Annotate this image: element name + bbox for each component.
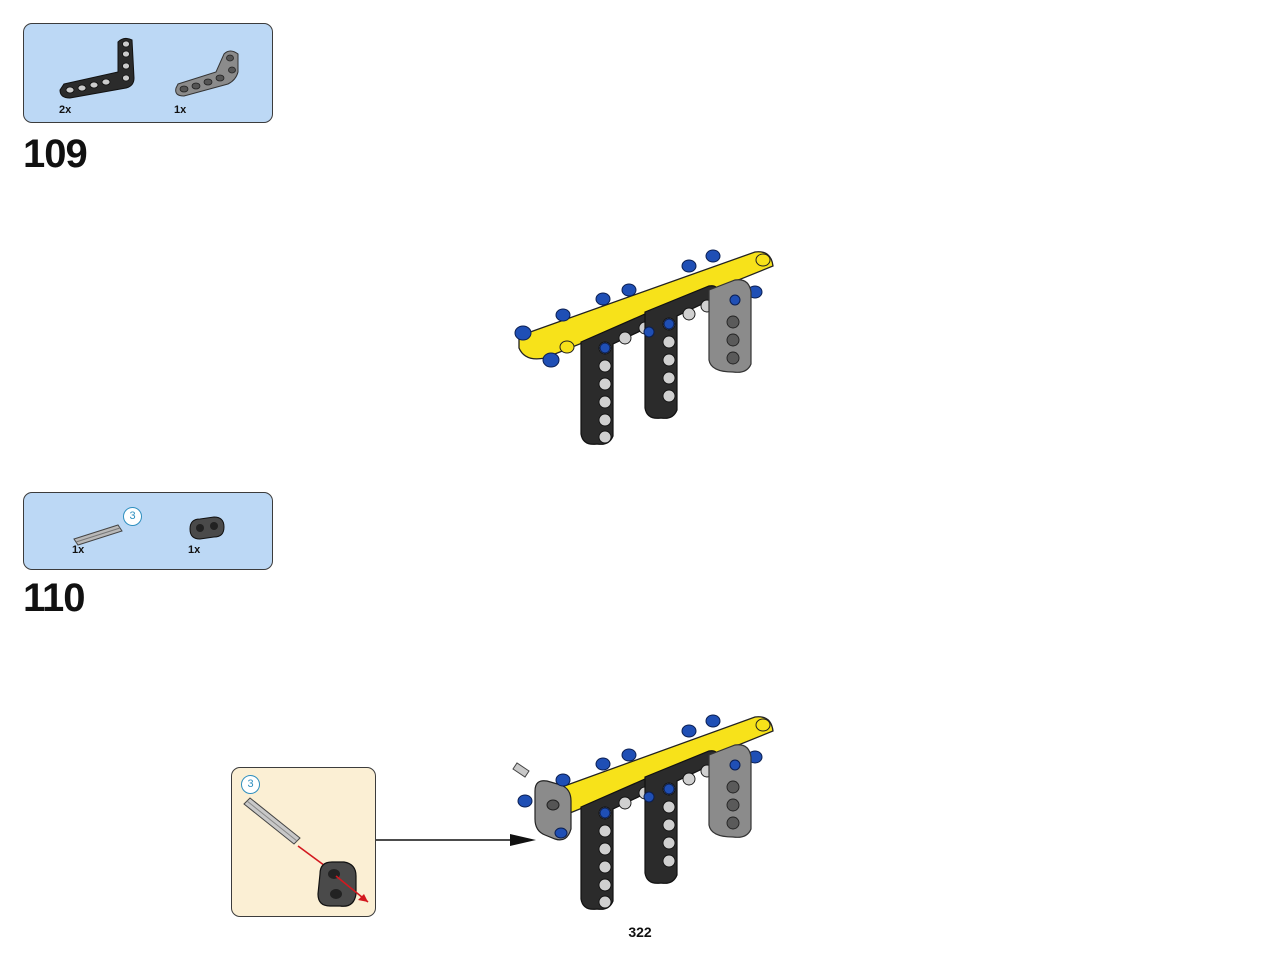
- axle-length-badge: 3: [123, 507, 142, 526]
- step-number: 110: [23, 576, 86, 620]
- dark-gray-connector-icon: [189, 516, 225, 540]
- part-qty: 2x: [59, 104, 72, 116]
- gray-axle-icon: [73, 524, 123, 546]
- axle-length-badge: 3: [241, 775, 260, 794]
- parts-list-step-109: 2x 1x: [23, 23, 273, 123]
- step-number: 109: [23, 132, 88, 176]
- black-l-beam-icon: [59, 37, 135, 99]
- part-qty: 1x: [72, 544, 85, 556]
- page-number: 322: [628, 924, 652, 940]
- assembly-step-109-illustration: [514, 249, 774, 445]
- gray-angled-beam-icon: [175, 50, 239, 97]
- sub-assembly-illustration: [243, 797, 369, 907]
- sub-assembly-callout: 3: [231, 767, 376, 917]
- part-qty: 1x: [188, 544, 201, 556]
- parts-list-step-110: 3 1x 1x: [23, 492, 273, 570]
- callout-pointer-arrow: [376, 834, 536, 846]
- assembly-step-110-illustration: [512, 714, 774, 910]
- part-qty: 1x: [174, 104, 187, 116]
